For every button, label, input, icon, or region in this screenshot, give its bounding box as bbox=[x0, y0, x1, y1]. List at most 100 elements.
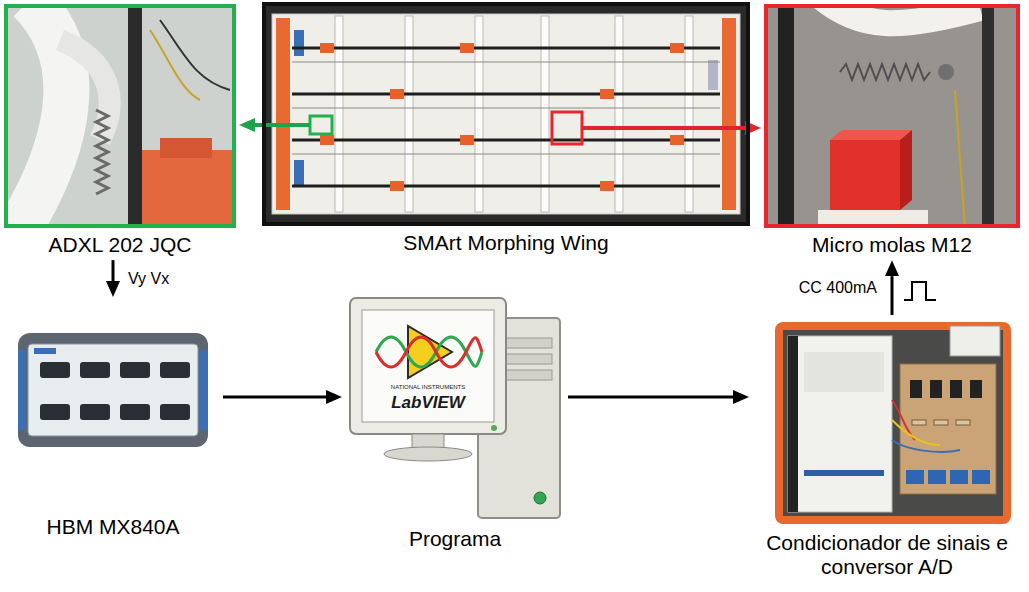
orange-clip bbox=[160, 138, 212, 158]
resistor bbox=[956, 420, 970, 425]
red-block bbox=[900, 130, 912, 210]
edge-label: CC 400mA bbox=[796, 278, 880, 298]
photo-panel: SMArt Morphing Wing bbox=[262, 2, 750, 255]
orange-strip bbox=[276, 18, 290, 210]
rib bbox=[335, 16, 343, 212]
orange-clip bbox=[670, 135, 684, 145]
logo-mark bbox=[294, 30, 304, 56]
logo-wave bbox=[376, 337, 482, 367]
connector bbox=[80, 362, 110, 378]
screw bbox=[938, 64, 954, 80]
drive-bay bbox=[500, 354, 552, 364]
orange-clip bbox=[460, 135, 474, 145]
monitor-base bbox=[384, 447, 472, 461]
connector bbox=[120, 362, 150, 378]
caption: HBM MX840A bbox=[46, 515, 179, 539]
wire bbox=[160, 20, 230, 90]
rod bbox=[292, 139, 720, 142]
wire bbox=[292, 154, 720, 155]
terminal-strip bbox=[788, 336, 798, 512]
orange-strip bbox=[722, 18, 736, 210]
photo-ground bbox=[262, 2, 750, 226]
caption: Micro molas M12 bbox=[812, 233, 972, 257]
monitor bbox=[350, 298, 506, 434]
conditioner-art bbox=[775, 322, 1011, 524]
wire bbox=[292, 62, 720, 63]
rod bbox=[292, 47, 720, 50]
connector bbox=[160, 362, 190, 378]
black-rod bbox=[128, 4, 142, 228]
circuit-board bbox=[900, 364, 996, 494]
wire bbox=[955, 90, 965, 228]
logo-text: LabVIEW bbox=[391, 394, 465, 411]
photo-frame bbox=[4, 4, 236, 228]
orange-clip bbox=[600, 181, 614, 191]
device-front bbox=[28, 344, 198, 436]
rib bbox=[405, 16, 413, 212]
device-badge bbox=[34, 348, 56, 354]
zoom-arrow bbox=[582, 126, 745, 130]
signal-arrow bbox=[568, 396, 733, 399]
rod bbox=[292, 93, 720, 96]
acquisition-device-art bbox=[18, 333, 208, 447]
spring bbox=[840, 64, 930, 80]
orange-clip bbox=[600, 89, 614, 99]
photo-frame bbox=[764, 4, 1020, 228]
zoom-marker bbox=[310, 116, 332, 134]
photo-frame bbox=[6, 300, 220, 510]
logo-triangle bbox=[408, 326, 452, 378]
wing-skin bbox=[272, 14, 740, 214]
rib bbox=[541, 16, 549, 212]
zoom-marker bbox=[552, 112, 582, 144]
photo-panel: ADXL 202 JQC bbox=[4, 4, 236, 257]
wire bbox=[292, 108, 720, 109]
connector bbox=[120, 404, 150, 420]
device-accent bbox=[18, 350, 26, 430]
logo-mark bbox=[708, 60, 718, 90]
red-block bbox=[830, 130, 912, 140]
sensor-closeup bbox=[4, 4, 236, 228]
terminal-block bbox=[972, 470, 990, 484]
terminal-block bbox=[928, 470, 946, 484]
caption: ADXL 202 JQC bbox=[49, 233, 192, 257]
frame-ground bbox=[783, 330, 1003, 516]
orange-clip bbox=[390, 181, 404, 191]
wire bbox=[892, 400, 915, 440]
orange-clip bbox=[670, 43, 684, 53]
device-body bbox=[18, 333, 208, 447]
drive-bay bbox=[500, 338, 552, 348]
device-accent bbox=[200, 350, 208, 430]
terminal-block bbox=[950, 470, 968, 484]
spring bbox=[96, 110, 108, 194]
screen bbox=[362, 310, 494, 422]
logo-wave bbox=[376, 337, 482, 367]
relay bbox=[910, 380, 922, 398]
caption: Condicionador de sinais e conversor A/D bbox=[755, 531, 1019, 579]
signal-arrow bbox=[112, 260, 115, 281]
drive-bay bbox=[500, 370, 552, 380]
device-box: HBM MX840A bbox=[6, 300, 220, 539]
relay bbox=[950, 380, 962, 398]
caption: SMArt Morphing Wing bbox=[403, 231, 608, 255]
wire bbox=[892, 420, 940, 445]
black-rod bbox=[778, 4, 794, 228]
orange-clip bbox=[142, 150, 236, 228]
terminal-block bbox=[906, 470, 924, 484]
computer-art bbox=[350, 298, 560, 518]
edge-label: Vy Vx bbox=[125, 269, 172, 289]
relay bbox=[930, 380, 942, 398]
module-stripe bbox=[804, 470, 884, 476]
resistor bbox=[934, 420, 948, 425]
black-rod bbox=[982, 4, 994, 228]
orange-clip bbox=[390, 89, 404, 99]
connector bbox=[160, 404, 190, 420]
caption: Programa bbox=[409, 527, 501, 551]
orange-clip bbox=[460, 43, 474, 53]
actuator-closeup bbox=[764, 4, 1020, 228]
rib bbox=[615, 16, 623, 212]
module-panel bbox=[804, 352, 884, 392]
white-tube bbox=[12, 4, 66, 228]
rib bbox=[685, 16, 693, 212]
wing-photo-art bbox=[262, 2, 750, 226]
red-block bbox=[830, 140, 900, 210]
